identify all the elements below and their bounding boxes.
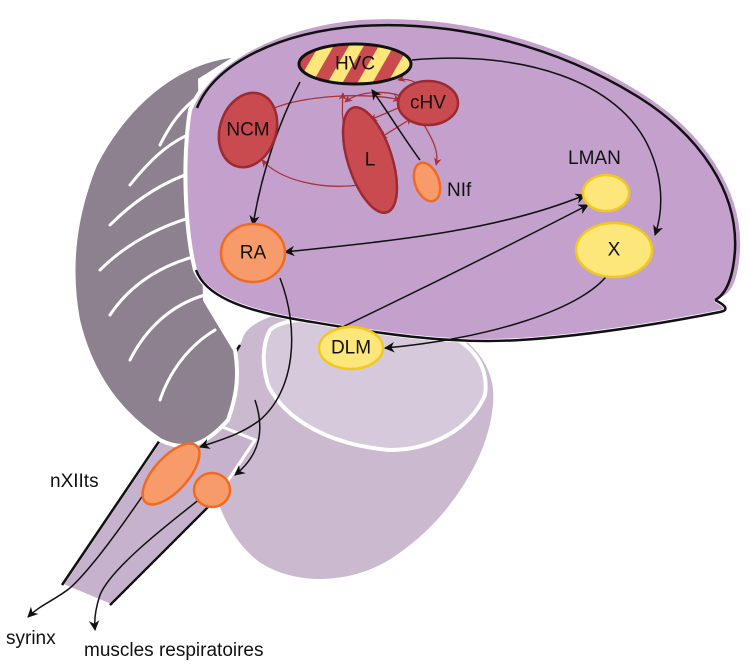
l-label: L: [365, 150, 376, 171]
lman-label: LMAN: [568, 148, 621, 169]
arrow-to-respiratory-muscles: [88, 494, 206, 632]
arrow-ra-to-nxiits: [199, 277, 293, 449]
dlm-label: DLM: [331, 338, 371, 359]
hvc-nucleus: HVC: [297, 42, 413, 86]
syrinx-label: syrinx: [6, 628, 56, 649]
arrow-nxiits-to-syrinx: [27, 469, 161, 618]
chv-label: cHV: [410, 93, 446, 114]
arrow-ncm-to-chv: [269, 94, 401, 111]
chv-nucleus: cHV: [396, 79, 460, 127]
arrow-ra-to-respiratory-nucleus: [234, 399, 261, 476]
forebrain-outline: [194, 23, 737, 343]
respiratory-nucleus: [192, 471, 232, 509]
nif-label: NIf: [447, 180, 472, 201]
arrow-nif-to-hvc: [371, 89, 421, 161]
dlm-nucleus: DLM: [317, 325, 385, 371]
x-nucleus: X: [574, 221, 654, 279]
ncm-label: NCM: [226, 120, 269, 141]
x-label: X: [608, 240, 621, 261]
l-nucleus: L: [341, 106, 399, 214]
lman-nucleus: LMAN: [568, 148, 631, 213]
arrow-l-chv: [379, 117, 413, 139]
respiratory-muscles-label: muscles respiratoires: [84, 640, 264, 661]
ra-nucleus: RA: [219, 222, 287, 284]
arrow-dlm-to-lman: [329, 204, 589, 334]
arrow-lman-to-ra: [283, 193, 586, 257]
nxiits-label: nXIIts: [50, 471, 99, 492]
ncm-nucleus: NCM: [217, 91, 279, 169]
ra-label: RA: [240, 243, 267, 264]
arrow-l-to-ncm: [261, 159, 361, 187]
nxiits-nucleus: [141, 442, 201, 506]
arrow-x-to-dlm: [383, 267, 613, 353]
hvc-label: HVC: [335, 54, 375, 75]
song-system-connections: [27, 57, 664, 632]
arrow-hvc-to-x: [411, 57, 664, 236]
nif-nucleus: NIf: [412, 161, 472, 203]
